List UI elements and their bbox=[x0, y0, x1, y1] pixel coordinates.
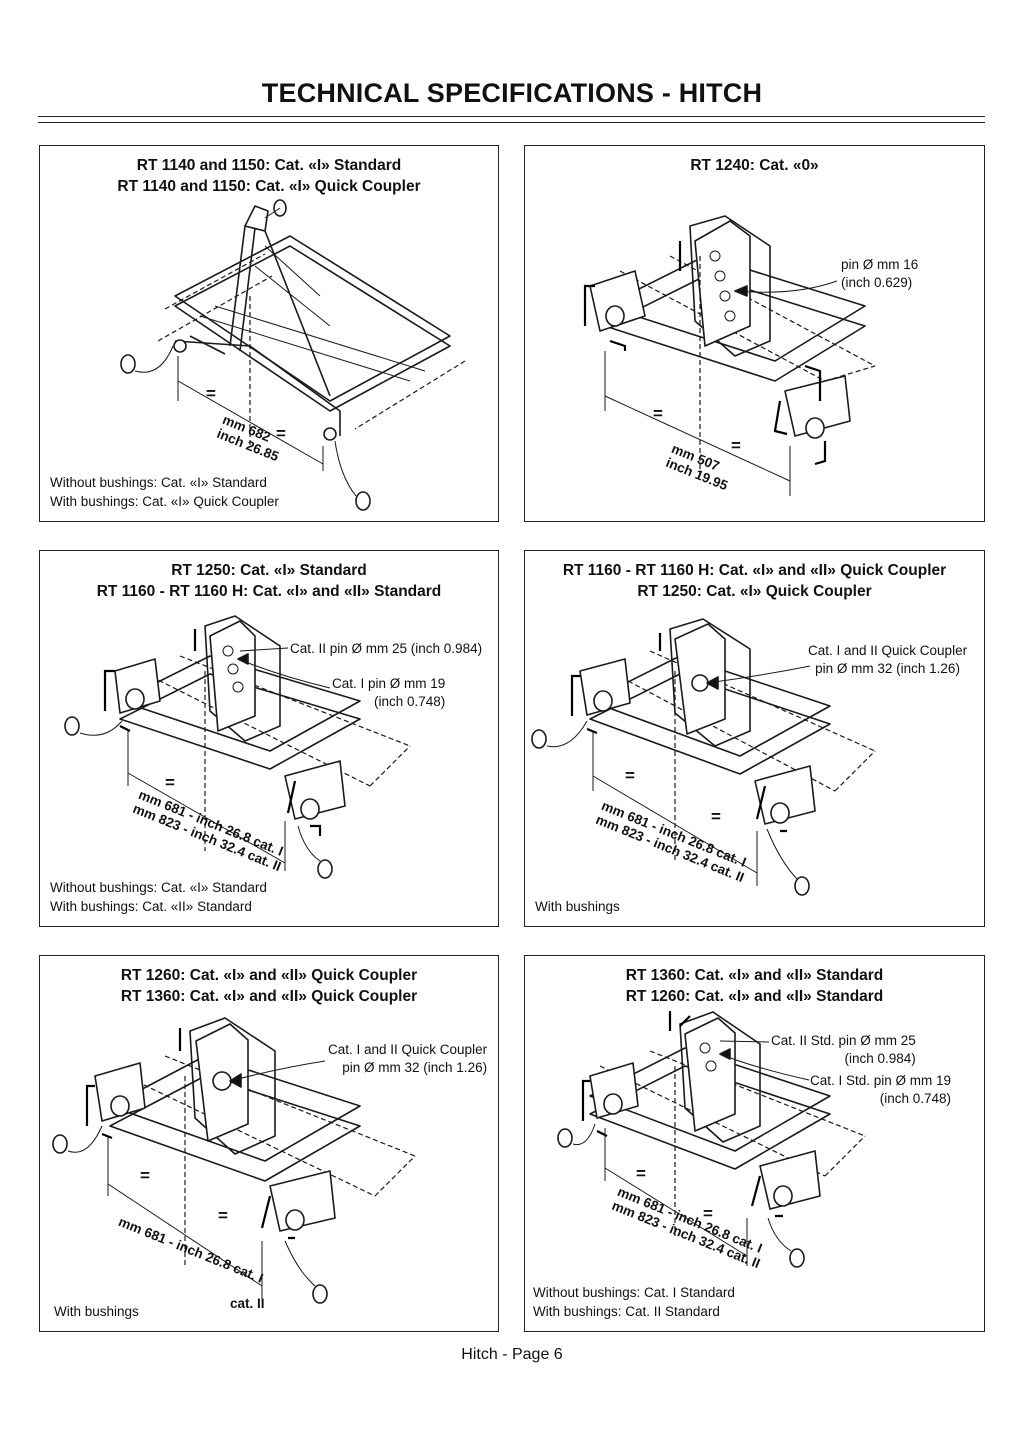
equal-mark: = bbox=[625, 766, 635, 785]
callout-line: Cat. I pin Ø mm 19 bbox=[332, 676, 446, 691]
panel-title-line: RT 1250: Cat. «I» Standard bbox=[171, 562, 367, 579]
callout-line: Cat. II Std. pin Ø mm 25 bbox=[771, 1033, 916, 1048]
pin-callout-cat1: Cat. I Std. pin Ø mm 19 (inch 0.748) bbox=[810, 1072, 951, 1108]
panel-title: RT 1240: Cat. «0» bbox=[525, 156, 984, 177]
callout-line: pin Ø mm 16 bbox=[841, 257, 919, 272]
hitch-diagram-quick-coupler bbox=[531, 618, 876, 896]
callout-line: Cat. I and II Quick Coupler bbox=[328, 1042, 488, 1057]
panel-title-line: RT 1260: Cat. «I» and «II» Quick Coupler bbox=[120, 967, 418, 984]
title-rule-bottom bbox=[38, 122, 985, 123]
footnote-line: Without bushings: Cat. I Standard bbox=[533, 1285, 735, 1300]
equal-mark: = bbox=[653, 404, 663, 423]
pin-callout: pin Ø mm 16 (inch 0.629) bbox=[841, 256, 918, 292]
footnote-line: With bushings bbox=[535, 899, 620, 914]
pin-callout-cat2: Cat. II Std. pin Ø mm 25 (inch 0.984) bbox=[771, 1032, 916, 1068]
panel-rt1240: RT 1240: Cat. «0» pin Ø mm 16 (inch 0.62… bbox=[524, 145, 985, 522]
panel-rt1250-rt1160-standard: RT 1250: Cat. «I» Standard RT 1160 - RT … bbox=[39, 550, 499, 927]
panel-title-line: RT 1140 and 1150: Cat. «I» Standard bbox=[136, 157, 402, 174]
hitch-diagram-cat0 bbox=[583, 215, 876, 496]
dimension-line: cat. II bbox=[230, 1296, 265, 1311]
hitch-diagram-quick-coupler-large bbox=[52, 1017, 416, 1304]
title-rule-top bbox=[38, 116, 985, 117]
panel-rt1260-rt1360-quick-coupler: RT 1260: Cat. «I» and «II» Quick Coupler… bbox=[39, 955, 499, 1332]
callout-line: (inch 0.748) bbox=[879, 1091, 952, 1106]
panel-title: RT 1250: Cat. «I» Standard RT 1160 - RT … bbox=[40, 561, 498, 602]
panel-title: RT 1140 and 1150: Cat. «I» Standard RT 1… bbox=[40, 156, 498, 197]
page-title: TECHNICAL SPECIFICATIONS - HITCH bbox=[261, 78, 763, 108]
equal-mark: = bbox=[276, 424, 286, 443]
equal-mark: = bbox=[206, 384, 216, 403]
panel-title: RT 1260: Cat. «I» and «II» Quick Coupler… bbox=[40, 966, 498, 1007]
equal-mark: = bbox=[703, 1204, 713, 1223]
panel-footnote: Without bushings: Cat. «I» Standard With… bbox=[50, 878, 267, 916]
footnote-line: Without bushings: Cat. «I» Standard bbox=[50, 475, 267, 490]
panel-title-line: RT 1250: Cat. «I» Quick Coupler bbox=[637, 582, 872, 600]
page-footer: Hitch - Page 6 bbox=[461, 1346, 563, 1363]
footnote-line: With bushings: Cat. «I» Quick Coupler bbox=[50, 494, 279, 509]
equal-mark: = bbox=[165, 773, 175, 792]
panel-title: RT 1160 - RT 1160 H: Cat. «I» and «II» Q… bbox=[525, 561, 984, 602]
hitch-diagram-cat1-cat2-large bbox=[557, 1011, 866, 1268]
panel-footnote: Without bushings: Cat. I Standard With b… bbox=[533, 1283, 735, 1321]
callout-line: Cat. II pin Ø mm 25 (inch 0.984) bbox=[290, 641, 483, 656]
pin-callout-cat2: Cat. II pin Ø mm 25 (inch 0.984) bbox=[290, 640, 482, 658]
panel-title-line: RT 1160 - RT 1160 H: Cat. «I» and «II» Q… bbox=[562, 562, 947, 579]
panel-title-line: RT 1360: Cat. «I» and «II» Standard bbox=[625, 967, 884, 984]
equal-mark: = bbox=[636, 1164, 646, 1183]
equal-mark: = bbox=[711, 807, 721, 826]
panel-title-line: RT 1260: Cat. «I» and «II» Standard bbox=[625, 987, 884, 1005]
callout-line: Cat. I and II Quick Coupler bbox=[808, 643, 968, 658]
pin-callout: Cat. I and II Quick Coupler pin Ø mm 32 … bbox=[328, 1041, 487, 1077]
panel-rt1140-rt1150: RT 1140 and 1150: Cat. «I» Standard RT 1… bbox=[39, 145, 499, 522]
panel-title-line: RT 1240: Cat. «0» bbox=[690, 157, 819, 174]
panel-title-line: RT 1160 - RT 1160 H: Cat. «I» and «II» S… bbox=[96, 582, 442, 600]
panel-title-line: RT 1360: Cat. «I» and «II» Quick Coupler bbox=[120, 987, 418, 1005]
callout-line: pin Ø mm 32 (inch 1.26) bbox=[815, 661, 960, 676]
panel-footnote: With bushings bbox=[535, 897, 620, 916]
panel-title: RT 1360: Cat. «I» and «II» Standard RT 1… bbox=[525, 966, 984, 1007]
panel-footnote: With bushings bbox=[54, 1302, 139, 1321]
panel-title-line: RT 1140 and 1150: Cat. «I» Quick Coupler bbox=[117, 177, 421, 195]
footnote-line: With bushings: Cat. «II» Standard bbox=[50, 899, 252, 914]
pin-callout-cat1: Cat. I pin Ø mm 19 (inch 0.748) bbox=[332, 675, 445, 711]
callout-line: Cat. I Std. pin Ø mm 19 bbox=[810, 1073, 952, 1088]
footnote-line: With bushings bbox=[54, 1304, 139, 1319]
equal-mark: = bbox=[218, 1206, 228, 1225]
equal-mark: = bbox=[731, 436, 741, 455]
hitch-diagram-cat1-cat2 bbox=[64, 615, 411, 879]
hitch-diagram-cat1 bbox=[120, 199, 466, 511]
panel-rt1360-rt1260-standard: RT 1360: Cat. «I» and «II» Standard RT 1… bbox=[524, 955, 985, 1332]
footnote-line: With bushings: Cat. II Standard bbox=[533, 1304, 720, 1319]
callout-line: (inch 0.984) bbox=[844, 1051, 916, 1066]
panel-rt1160-rt1250-quick-coupler: RT 1160 - RT 1160 H: Cat. «I» and «II» Q… bbox=[524, 550, 985, 927]
callout-line: (inch 0.629) bbox=[841, 275, 913, 290]
footnote-line: Without bushings: Cat. «I» Standard bbox=[50, 880, 267, 895]
panel-footnote: Without bushings: Cat. «I» Standard With… bbox=[50, 473, 279, 511]
callout-line: pin Ø mm 32 (inch 1.26) bbox=[342, 1060, 488, 1075]
pin-callout: Cat. I and II Quick Coupler pin Ø mm 32 … bbox=[808, 642, 967, 678]
callout-line: (inch 0.748) bbox=[374, 694, 446, 709]
equal-mark: = bbox=[140, 1166, 150, 1185]
